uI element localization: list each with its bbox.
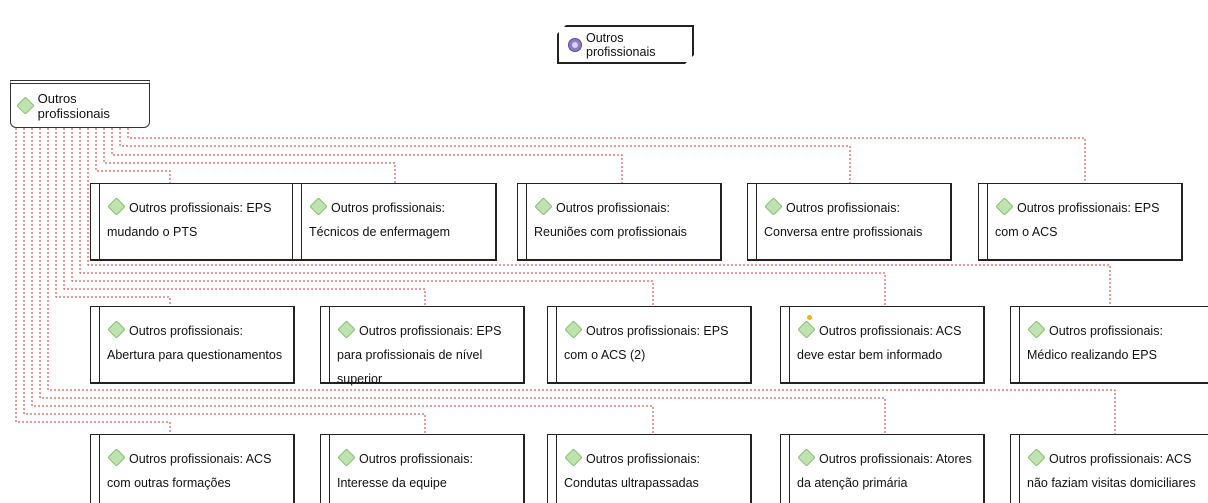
title-node-label: Outros profissionais (586, 30, 656, 59)
code-icon (337, 448, 356, 467)
connector-line (87, 128, 1111, 306)
root-node[interactable]: Outros profissionais (10, 80, 150, 128)
code-node-label: Outros profissionais: Interesse da equip… (337, 452, 473, 490)
code-node[interactable]: Outros profissionais: EPS para profissio… (320, 306, 525, 386)
code-icon (1027, 320, 1046, 339)
connector-line (95, 128, 171, 183)
connector-line (71, 128, 654, 306)
code-node-label: Outros profissionais: Abertura para ques… (107, 324, 283, 362)
connector-line (31, 128, 654, 434)
code-node[interactable]: Outros profissionais: Reuniões com profi… (517, 183, 722, 261)
code-node[interactable]: Outros profissionais: Técnicos de enferm… (292, 183, 497, 261)
code-node[interactable]: Outros profissionais: Conversa entre pro… (747, 183, 952, 261)
connector-line (55, 128, 171, 306)
root-node-label: Outros profissionais (37, 90, 110, 121)
code-node[interactable]: Outros profissionais: Abertura para ques… (90, 306, 295, 384)
connector-line (39, 128, 886, 434)
code-node[interactable]: Outros profissionais: EPS mudando o PTS (90, 183, 295, 261)
code-node-label: Outros profissionais: Atores da atenção … (797, 452, 972, 490)
code-node[interactable]: Outros profissionais: Médico realizando … (1010, 306, 1208, 384)
code-icon (1027, 448, 1046, 467)
code-icon (797, 320, 816, 339)
title-node[interactable]: Outros profissionais (557, 25, 694, 64)
code-icon (797, 448, 816, 467)
code-node-label: Outros profissionais: EPS com o ACS (2) (564, 324, 729, 362)
code-icon (107, 448, 126, 467)
code-node-label: Outros profissionais: EPS para profissio… (337, 324, 502, 386)
code-node-label: Outros profissionais: ACS com outras for… (107, 452, 272, 490)
code-icon (564, 448, 583, 467)
connector-line (63, 128, 426, 306)
code-node-label: Outros profissionais: ACS não faziam vis… (1027, 452, 1196, 490)
code-node-label: Outros profissionais: Conversa entre pro… (764, 201, 923, 239)
code-icon (337, 320, 356, 339)
code-node[interactable]: Outros profissionais: EPS com o ACS (978, 183, 1183, 261)
code-node[interactable]: Outros profissionais: ACS deve estar bem… (780, 306, 985, 384)
connector-line (103, 128, 396, 183)
code-icon (107, 320, 126, 339)
connector-line (23, 128, 426, 434)
code-node-label: Outros profissionais: Condutas ultrapass… (564, 452, 700, 490)
code-node-label: Outros profissionais: Médico realizando … (1027, 324, 1163, 362)
code-node[interactable]: Outros profissionais: EPS com o ACS (2) (547, 306, 752, 384)
connector-line (111, 128, 623, 183)
code-icon (764, 197, 783, 216)
memo-icon (568, 38, 582, 52)
connector-line (15, 128, 171, 434)
code-icon (107, 197, 126, 216)
code-node-label: Outros profissionais: Reuniões com profi… (534, 201, 687, 239)
connector-line (79, 128, 886, 306)
code-node-label: Outros profissionais: EPS com o ACS (995, 201, 1160, 239)
code-node[interactable]: Outros profissionais: ACS não faziam vis… (1010, 434, 1208, 503)
code-node[interactable]: Outros profissionais: Interesse da equip… (320, 434, 525, 503)
code-node[interactable]: Outros profissionais: ACS com outras for… (90, 434, 295, 503)
code-node[interactable]: Outros profissionais: Atores da atenção … (780, 434, 985, 503)
code-node-label: Outros profissionais: Técnicos de enferm… (309, 201, 451, 239)
connector-line (119, 128, 851, 183)
memo-dot-icon (807, 315, 812, 320)
connector-line (127, 128, 1086, 183)
code-icon (16, 96, 35, 115)
code-icon (309, 197, 328, 216)
code-node-label: Outros profissionais: EPS mudando o PTS (107, 201, 272, 239)
code-icon (534, 197, 553, 216)
code-node[interactable]: Outros profissionais: Condutas ultrapass… (547, 434, 752, 503)
code-node-label: Outros profissionais: ACS deve estar bem… (797, 324, 962, 362)
code-icon (564, 320, 583, 339)
code-icon (995, 197, 1014, 216)
